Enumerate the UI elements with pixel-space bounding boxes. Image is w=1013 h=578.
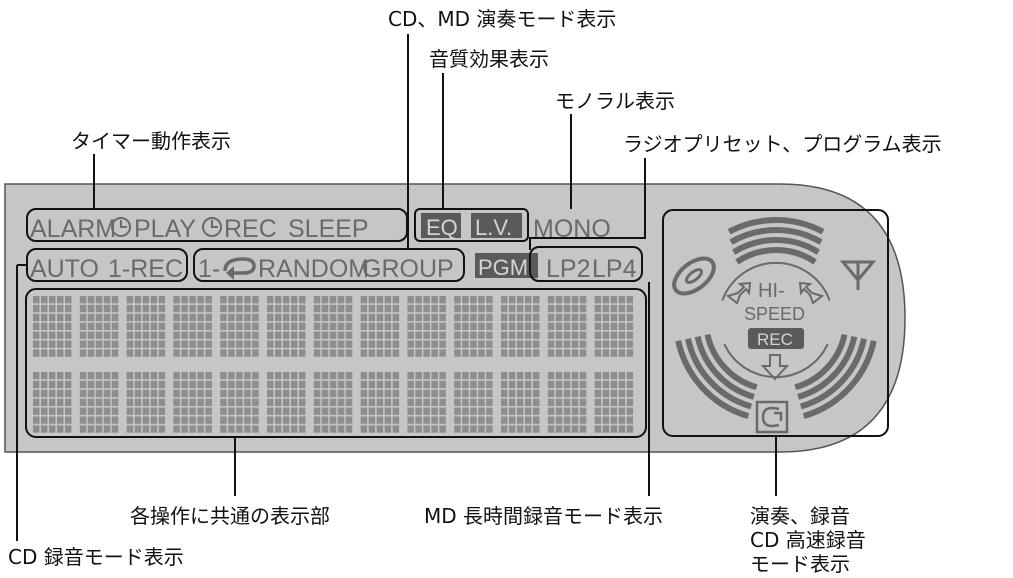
dot-matrix-cell bbox=[126, 372, 166, 433]
dot-matrix-cell bbox=[407, 296, 446, 357]
dot-matrix-cell bbox=[407, 372, 446, 433]
speed-arc-top bbox=[727, 217, 825, 235]
callout-cd-rec-mode: CD 録音モード表示 bbox=[8, 545, 184, 569]
callout-playrec-line3: モード表示 bbox=[750, 552, 850, 576]
lcd-pgm-box bbox=[475, 253, 538, 278]
dot-matrix-cell bbox=[313, 296, 353, 357]
lcd-lp4: LP4 bbox=[592, 255, 637, 283]
dot-matrix-cell bbox=[454, 296, 493, 357]
dot-matrix-cell bbox=[79, 372, 119, 433]
dot-matrix-cell bbox=[173, 296, 212, 357]
dot-matrix-cell bbox=[454, 372, 493, 433]
speed-arc-right bbox=[802, 340, 877, 419]
dot-matrix-cell bbox=[501, 372, 540, 433]
callout-timer: タイマー動作表示 bbox=[71, 129, 231, 153]
callout-playrec-line1: 演奏、録音 bbox=[750, 504, 850, 528]
lcd-group: GROUP bbox=[362, 255, 454, 283]
speed-arc-top bbox=[729, 227, 823, 245]
speed-ring-inner-top bbox=[721, 261, 831, 301]
lcd-speed-rec: REC bbox=[757, 330, 793, 349]
arrow-down-left-icon bbox=[798, 281, 825, 305]
dot-matrix-cell bbox=[547, 372, 587, 433]
lcd-pgm: PGM bbox=[478, 255, 528, 280]
rec-speed-indicator bbox=[675, 217, 877, 419]
dot-matrix-cell bbox=[360, 296, 400, 357]
dot-matrix-cell bbox=[33, 372, 72, 433]
dot-matrix-cell bbox=[547, 296, 587, 357]
speed-arc-top bbox=[735, 247, 817, 265]
callout-sound-effect: 音質効果表示 bbox=[429, 47, 549, 71]
speed-arc-left bbox=[685, 338, 753, 410]
antenna-icon bbox=[839, 260, 877, 290]
speed-arc-right bbox=[794, 333, 848, 391]
callout-mono: モノラル表示 bbox=[555, 89, 675, 113]
lcd-speed: SPEED bbox=[744, 304, 805, 324]
dot-matrix-cell bbox=[220, 372, 259, 433]
dot-matrix-cell bbox=[220, 296, 259, 357]
lcd-alarm: ALARM bbox=[30, 215, 116, 243]
callout-common-display: 各操作に共通の表示部 bbox=[130, 504, 330, 528]
disc-icon bbox=[672, 256, 716, 296]
dot-matrix-cell bbox=[267, 372, 306, 433]
callout-cd-md-play-mode: CD、MD 演奏モード表示 bbox=[388, 7, 617, 31]
clock-icon bbox=[111, 217, 131, 237]
lcd-rec: REC bbox=[224, 215, 277, 243]
lcd-auto: AUTO bbox=[30, 255, 99, 283]
dot-matrix-cell bbox=[594, 372, 634, 433]
arrow-down-icon bbox=[760, 354, 790, 381]
dot-matrix-cell bbox=[360, 372, 400, 433]
lcd-random: RANDOM bbox=[258, 255, 369, 283]
lcd-eq: EQ bbox=[426, 215, 458, 240]
dot-matrix-cell bbox=[173, 372, 212, 433]
arrow-down-right-icon bbox=[725, 281, 752, 305]
callout-radio-preset: ラジオプリセット、プログラム表示 bbox=[623, 132, 942, 156]
speed-arc-left bbox=[675, 340, 750, 419]
lcd-lp2: LP2 bbox=[546, 255, 590, 283]
dot-matrix-area bbox=[33, 296, 634, 433]
lcd-lv-box bbox=[471, 213, 522, 238]
dot-matrix-cell bbox=[126, 296, 166, 357]
dot-matrix-cell bbox=[313, 372, 353, 433]
dot-matrix-cell bbox=[79, 296, 119, 357]
callout-md-longplay: MD 長時間録音モード表示 bbox=[424, 504, 664, 528]
lcd-rec-badge bbox=[748, 328, 804, 349]
dot-matrix-cell bbox=[33, 296, 72, 357]
cd-rec-icon bbox=[755, 400, 789, 434]
speed-arc-top bbox=[732, 237, 820, 255]
dot-matrix-cell bbox=[267, 296, 306, 357]
lcd-play: PLAY bbox=[134, 215, 196, 243]
callout-playrec-line2: CD 高速録音 bbox=[750, 528, 866, 552]
lcd-1-repeat: 1- bbox=[198, 255, 220, 283]
dot-matrix-cell bbox=[501, 296, 540, 357]
speed-arc-left bbox=[694, 335, 755, 400]
speed-arc-right bbox=[797, 335, 858, 400]
lcd-1-rec: 1-REC bbox=[108, 255, 183, 283]
lcd-hi: HI- bbox=[758, 280, 785, 302]
lcd-lv: L.V. bbox=[475, 215, 512, 240]
dot-matrix-cell bbox=[594, 296, 634, 357]
repeat-icon bbox=[223, 257, 256, 280]
lcd-eq-box bbox=[421, 213, 461, 238]
speed-arc-right bbox=[799, 338, 867, 410]
clock-icon bbox=[202, 217, 222, 237]
lcd-sleep: SLEEP bbox=[288, 215, 369, 243]
speed-arc-left bbox=[704, 333, 758, 391]
